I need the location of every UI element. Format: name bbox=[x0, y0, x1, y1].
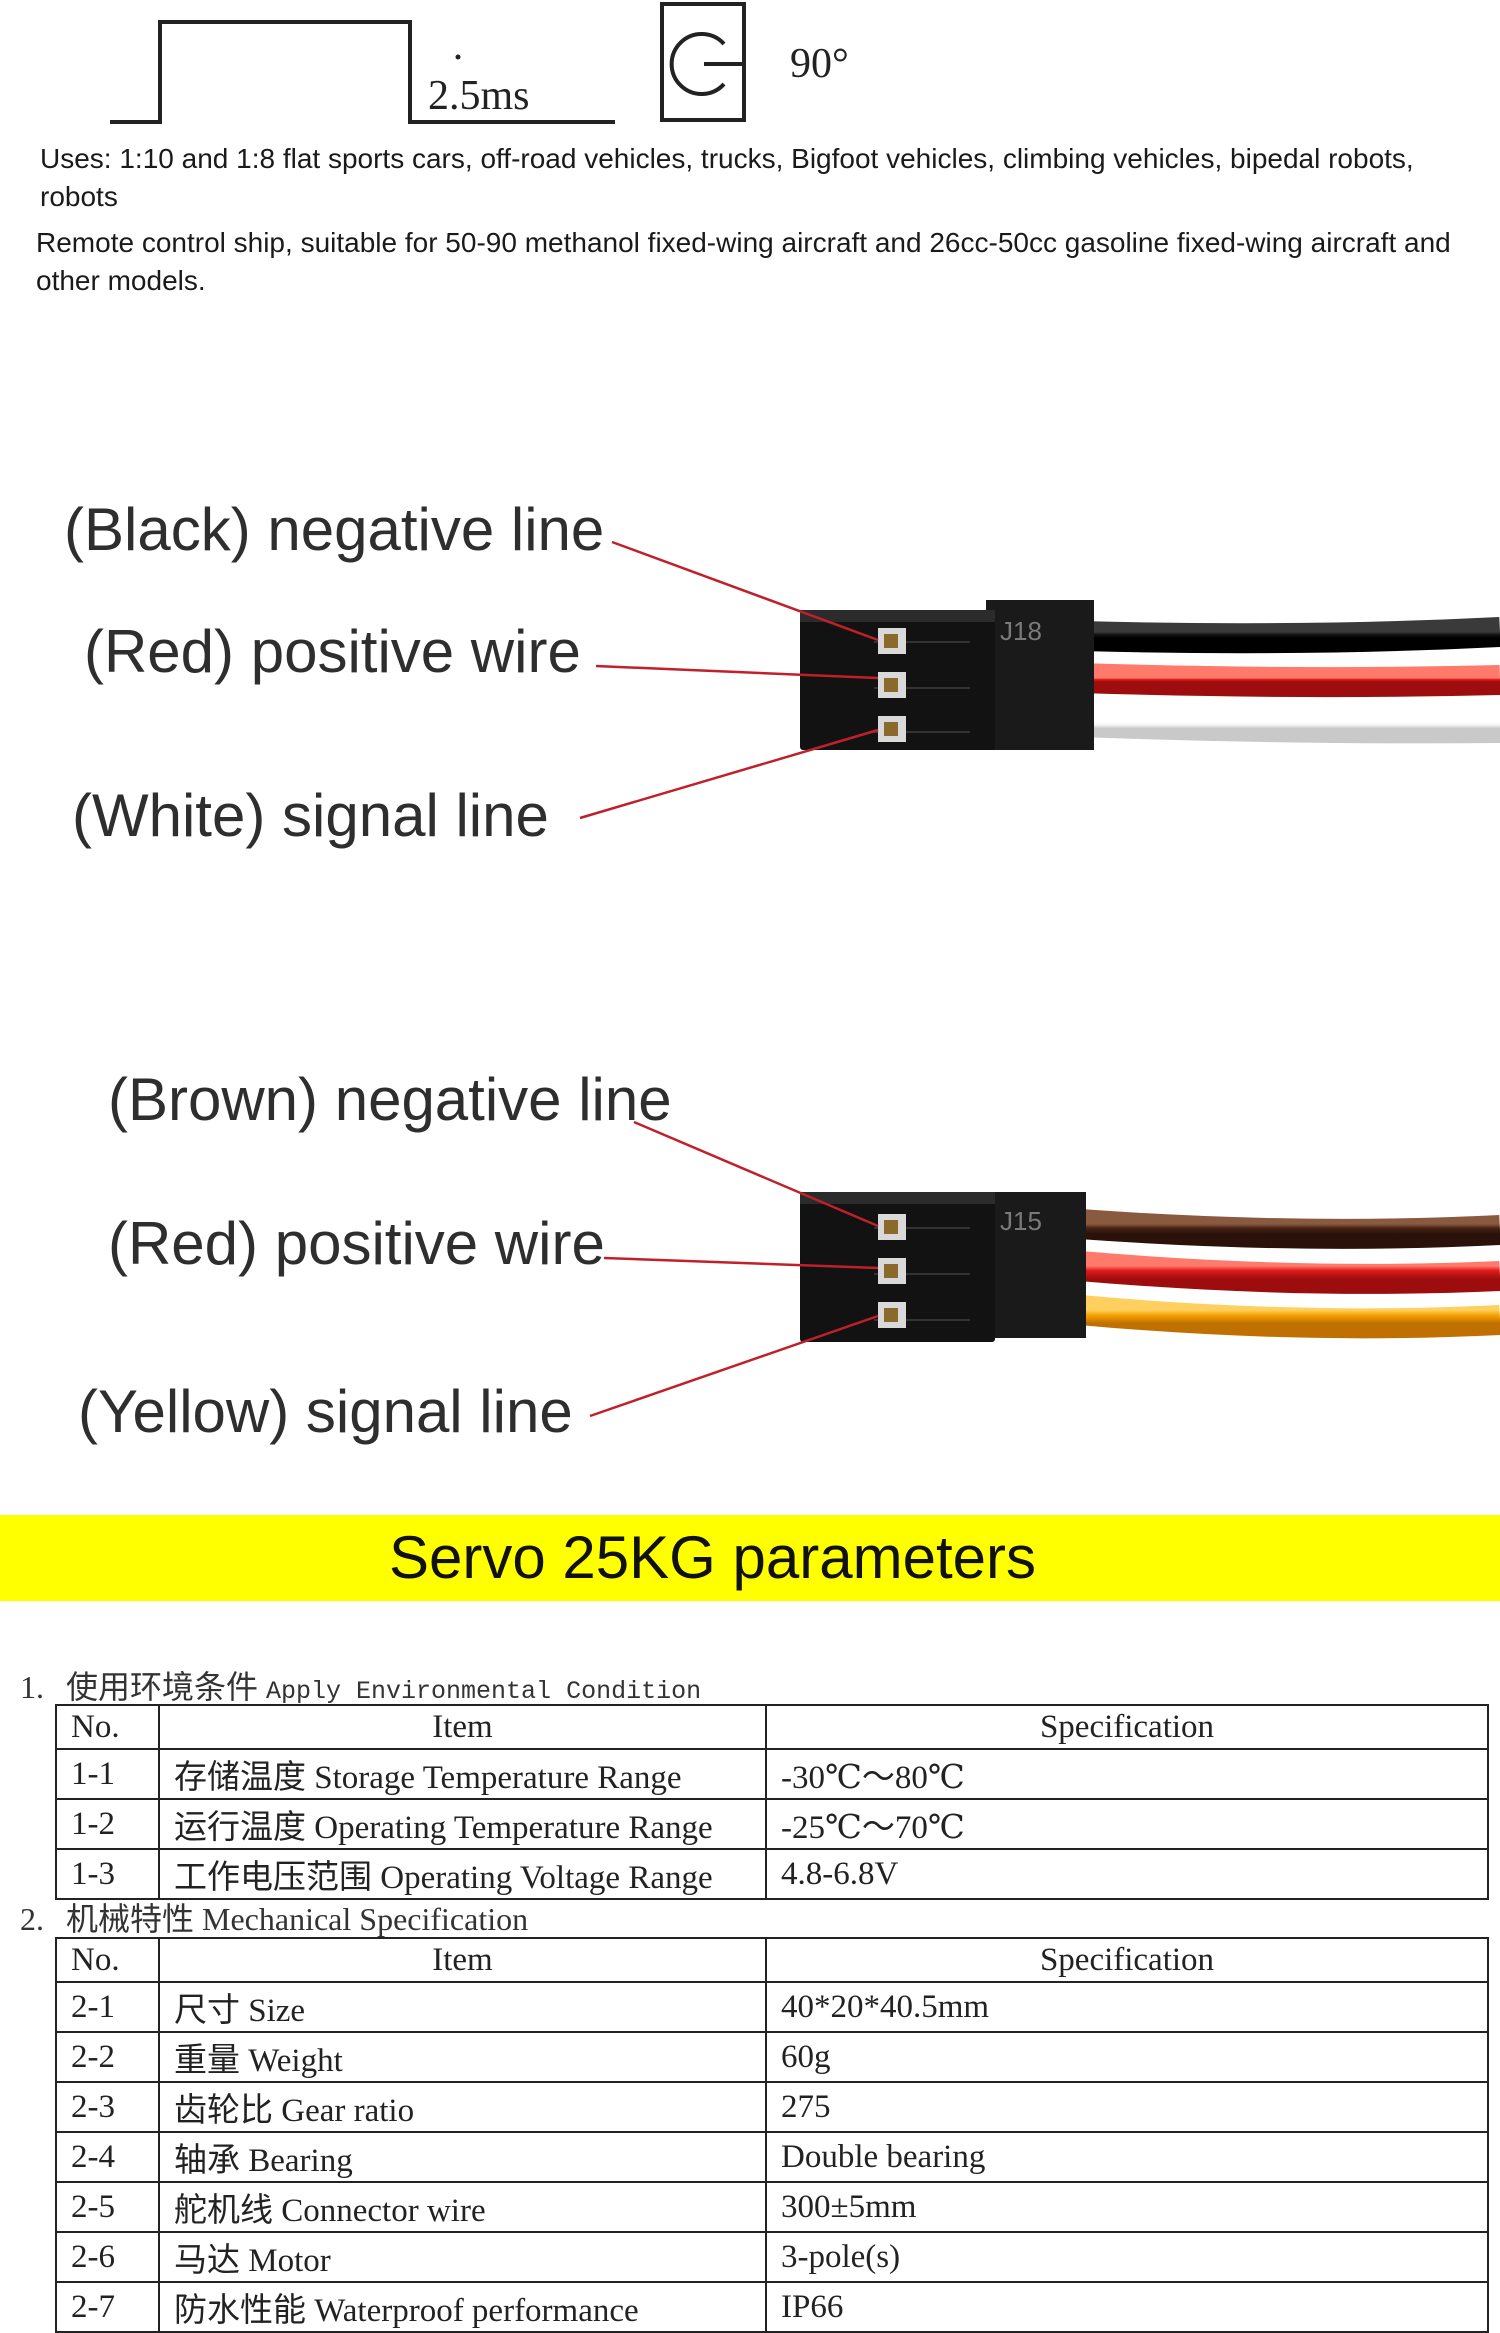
row-spec: 300±5mm bbox=[765, 2181, 1489, 2233]
row-no: 2-7 bbox=[55, 2281, 160, 2333]
table-header: No. Item Specification bbox=[55, 1937, 1489, 1983]
row-item: 轴承 Bearing bbox=[158, 2131, 767, 2183]
header-spec: Specification bbox=[765, 1704, 1489, 1750]
header-item: Item bbox=[158, 1704, 767, 1750]
parameters-banner bbox=[0, 1515, 1500, 1601]
environment-table: No. Item Specification 1-1 存储温度 Storage … bbox=[55, 1704, 1489, 1900]
section2-number: 2. bbox=[20, 1901, 44, 1937]
row-spec: 4.8-6.8V bbox=[765, 1848, 1489, 1900]
servo-horn-icon bbox=[660, 2, 746, 122]
table-row: 1-2 运行温度 Operating Temperature Range -25… bbox=[55, 1798, 1489, 1850]
row-no: 1-1 bbox=[55, 1748, 160, 1800]
pulse-waveform bbox=[110, 20, 615, 124]
row-no: 1-3 bbox=[55, 1848, 160, 1900]
row-item: 工作电压范围 Operating Voltage Range bbox=[158, 1848, 767, 1900]
pulse-dot bbox=[455, 54, 461, 60]
table-row: 2-6 马达 Motor 3-pole(s) bbox=[55, 2231, 1489, 2283]
connector-marking-1: J18 bbox=[1000, 616, 1042, 646]
row-no: 2-2 bbox=[55, 2031, 160, 2083]
connector2-label-positive: (Red) positive wire bbox=[108, 1210, 605, 1277]
section2-title-en: Mechanical Specification bbox=[202, 1901, 529, 1937]
connector-diagram-2: J15 bbox=[589, 1120, 1500, 1418]
row-no: 1-2 bbox=[55, 1798, 160, 1850]
connector-diagram-1: J18 bbox=[579, 540, 1500, 820]
row-no: 2-6 bbox=[55, 2231, 160, 2283]
table-row: 2-3 齿轮比 Gear ratio 275 bbox=[55, 2081, 1489, 2133]
table-row: 1-1 存储温度 Storage Temperature Range -30℃～… bbox=[55, 1748, 1489, 1800]
pulse-diagram bbox=[110, 2, 746, 124]
header-no: No. bbox=[55, 1937, 160, 1983]
table-header: No. Item Specification bbox=[55, 1704, 1489, 1750]
row-no: 2-1 bbox=[55, 1981, 160, 2033]
table-row: 1-3 工作电压范围 Operating Voltage Range 4.8-6… bbox=[55, 1848, 1489, 1900]
yellow-wire bbox=[1078, 1295, 1500, 1339]
leader-lines-1 bbox=[579, 540, 879, 820]
red-wire bbox=[1079, 663, 1500, 698]
row-item: 尺寸 Size bbox=[158, 1981, 767, 2033]
table-row: 2-1 尺寸 Size 40*20*40.5mm bbox=[55, 1981, 1489, 2033]
uses-text: Uses: 1:10 and 1:8 flat sports cars, off… bbox=[40, 143, 1414, 212]
mechanical-table: No. Item Specification 2-1 尺寸 Size 40*20… bbox=[55, 1937, 1489, 2333]
header-no: No. bbox=[55, 1704, 160, 1750]
header-item: Item bbox=[158, 1937, 767, 1983]
wire-bundle-1 bbox=[1079, 617, 1500, 744]
pulse-duration-label: 2.5ms bbox=[428, 73, 530, 119]
row-spec: 40*20*40.5mm bbox=[765, 1981, 1489, 2033]
row-item: 存储温度 Storage Temperature Range bbox=[158, 1748, 767, 1800]
section1-title-en: Apply Environmental Condition bbox=[266, 1677, 702, 1706]
black-wire bbox=[1079, 617, 1500, 654]
row-item: 重量 Weight bbox=[158, 2031, 767, 2083]
row-spec: 275 bbox=[765, 2081, 1489, 2133]
row-item: 舵机线 Connector wire bbox=[158, 2181, 767, 2233]
section1-title: 1. 使用环境条件 Apply Environmental Condition bbox=[20, 1662, 701, 1708]
section2-title-cn: 机械特性 bbox=[66, 1901, 195, 1937]
section2-title: 2. 机械特性 Mechanical Specification bbox=[20, 1894, 528, 1940]
header-spec: Specification bbox=[765, 1937, 1489, 1983]
brown-wire bbox=[1078, 1209, 1500, 1249]
row-item: 运行温度 Operating Temperature Range bbox=[158, 1798, 767, 1850]
row-item: 马达 Motor bbox=[158, 2231, 767, 2283]
connector2-label-signal: (Yellow) signal line bbox=[78, 1378, 573, 1445]
row-no: 2-4 bbox=[55, 2131, 160, 2183]
row-spec: Double bearing bbox=[765, 2131, 1489, 2183]
connector-housing-2: J15 bbox=[800, 1192, 1086, 1342]
connector1-label-signal: (White) signal line bbox=[72, 782, 549, 849]
table-row: 2-5 舵机线 Connector wire 300±5mm bbox=[55, 2181, 1489, 2233]
connector1-label-positive: (Red) positive wire bbox=[84, 618, 581, 685]
applications-text: Remote control ship, suitable for 50-90 … bbox=[36, 227, 1451, 296]
connector-housing-1: J18 bbox=[800, 600, 1094, 750]
row-spec: 60g bbox=[765, 2031, 1489, 2083]
table-row: 2-7 防水性能 Waterproof performance IP66 bbox=[55, 2281, 1489, 2333]
row-item: 齿轮比 Gear ratio bbox=[158, 2081, 767, 2133]
row-spec: -25℃～70℃ bbox=[765, 1798, 1489, 1850]
row-spec: 3-pole(s) bbox=[765, 2231, 1489, 2283]
parameters-title: Servo 25KG parameters bbox=[389, 1524, 1036, 1591]
connector-marking-2: J15 bbox=[1000, 1206, 1042, 1236]
row-no: 2-5 bbox=[55, 2181, 160, 2233]
row-spec: IP66 bbox=[765, 2281, 1489, 2333]
connector1-label-negative: (Black) negative line bbox=[64, 496, 605, 563]
wire-bundle-2 bbox=[1078, 1209, 1500, 1339]
row-spec: -30℃～80℃ bbox=[765, 1748, 1489, 1800]
leader-lines-2 bbox=[589, 1120, 879, 1418]
red-wire-2 bbox=[1078, 1251, 1500, 1294]
connector2-label-negative: (Brown) negative line bbox=[108, 1066, 672, 1133]
row-no: 2-3 bbox=[55, 2081, 160, 2133]
section1-number: 1. bbox=[20, 1669, 44, 1705]
servo-angle-label: 90° bbox=[790, 41, 849, 87]
table-row: 2-2 重量 Weight 60g bbox=[55, 2031, 1489, 2083]
table-row: 2-4 轴承 Bearing Double bearing bbox=[55, 2131, 1489, 2183]
section1-title-cn: 使用环境条件 bbox=[66, 1669, 259, 1705]
row-item: 防水性能 Waterproof performance bbox=[158, 2281, 767, 2333]
white-wire bbox=[1079, 707, 1500, 744]
